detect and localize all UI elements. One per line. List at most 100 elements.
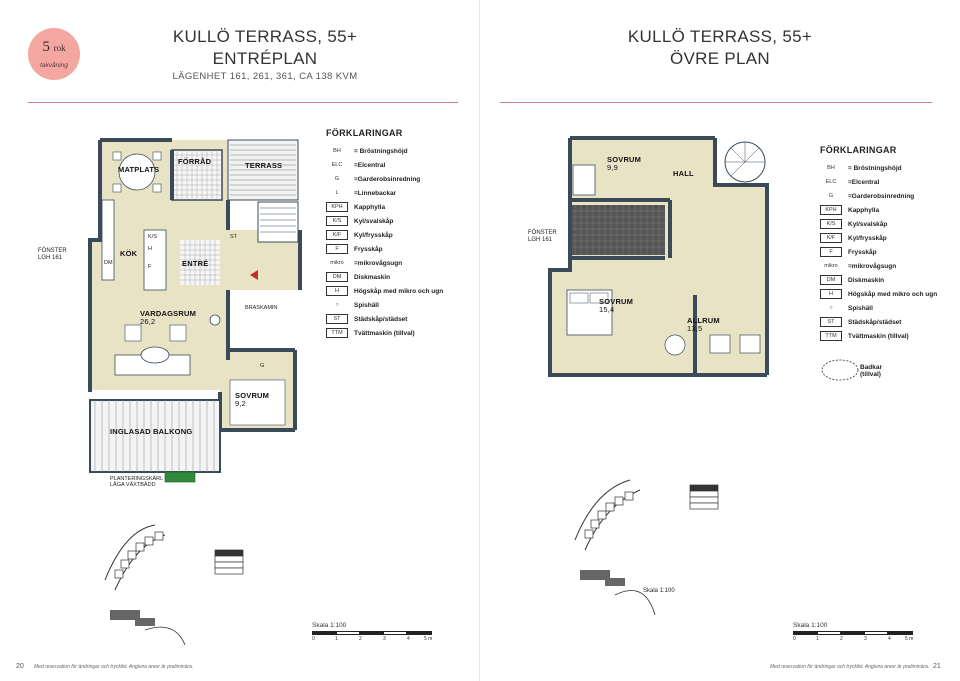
right-site-scale-note: Skala 1:100 <box>643 588 675 594</box>
left-legend-desc: =mikrovågsugn <box>354 259 403 267</box>
right-title-line2: ÖVRE PLAN <box>669 49 770 68</box>
badge-subtitle: takvåning <box>40 62 68 69</box>
left-legend-key: BH <box>333 148 341 154</box>
room-terrass: TERRASS <box>245 161 283 170</box>
left-window-note: FÖNSTER LGH 161 <box>38 248 67 262</box>
entreplan-floor-plan: MATPLATS FÖRRÅD TERRASS KÖK ENTRÉ VARDAG… <box>80 130 310 500</box>
room-sovrum-top-label: SOVRUM <box>607 155 642 164</box>
left-legend-key: K/S <box>326 216 348 226</box>
right-title-line1: KULLÖ TERRASS, 55+ <box>627 27 813 46</box>
bathtub-icon <box>821 359 859 381</box>
room-sovrum-bottom-area: 15,4 <box>599 305 615 314</box>
right-scale-label: Skala 1:100 <box>793 622 828 629</box>
plantering-label-1: PLANTERINGSKÄRL <box>110 476 164 482</box>
right-legend-desc: Spishäll <box>848 304 873 312</box>
left-scale-0: 0 <box>312 636 315 642</box>
right-legend-key: ELC <box>825 179 837 185</box>
right-legend-row: ○ Spishäll <box>820 301 950 315</box>
badkar-label-2: (tillval) <box>860 371 881 378</box>
badge-unit: rok <box>53 43 66 53</box>
right-legend-key: KPH <box>820 205 842 215</box>
left-footer-text: Med reservation för ändringar och tryckf… <box>34 664 194 670</box>
right-legend-desc: =Garderobsinredning <box>848 192 915 200</box>
ovre-plan-drawing <box>548 136 769 377</box>
left-scale-label: Skala 1:100 <box>312 622 347 629</box>
left-page-number: 20 <box>16 663 24 670</box>
fixture-dm: DM <box>104 260 113 266</box>
left-legend-key: KPH <box>326 202 348 212</box>
right-site-plan <box>565 470 735 620</box>
left-accent-line <box>28 102 458 103</box>
left-legend-row: BH= Bröstningshöjd <box>326 144 466 158</box>
left-legend-row: mikro=mikrovågsugn <box>326 256 466 270</box>
badge-number: 5 <box>42 39 50 55</box>
right-scale-bar <box>793 631 913 635</box>
right-legend-desc: = Bröstningshöjd <box>848 164 902 172</box>
room-forrad: FÖRRÅD <box>178 157 212 166</box>
room-count-badge: 5 rok takvåning <box>28 28 80 80</box>
left-legend-title: FÖRKLARINGAR <box>326 128 403 138</box>
right-legend-desc: Kapphylla <box>848 206 880 214</box>
right-window-note: FÖNSTER LGH 161 <box>528 230 557 244</box>
left-legend-key: K/F <box>326 230 348 240</box>
left-legend-key: ST <box>326 314 348 324</box>
fixture-g: G <box>260 363 265 369</box>
left-legend-key: F <box>326 244 348 254</box>
right-legend-desc: Tvättmaskin (tillval) <box>848 332 909 340</box>
entreplan-drawing <box>88 138 302 483</box>
left-subtitle: LÄGENHET 161, 261, 361, CA 138 KVM <box>172 71 358 82</box>
left-legend-desc: Spishäll <box>354 301 379 309</box>
room-entre: ENTRÉ <box>182 259 209 268</box>
right-legend-row: KPH Kapphylla <box>820 203 950 217</box>
left-site-plan <box>95 520 265 650</box>
left-legend-row: L=Linnebackar <box>326 186 466 200</box>
right-legend-key: ST <box>820 317 842 327</box>
right-legend-title: FÖRKLARINGAR <box>820 145 897 155</box>
left-title-line1: KULLÖ TERRASS, 55+ <box>172 27 358 46</box>
right-legend-desc: Kyl/frysskåp <box>848 234 887 242</box>
right-legend-row: ELC=Elcentral <box>820 175 950 189</box>
fixture-h: H <box>148 246 152 252</box>
right-legend-key: K/S <box>820 219 842 229</box>
right-scale-1: 1 <box>816 636 819 642</box>
right-legend-key: ○ <box>829 305 833 311</box>
right-footer-text: Med reservation för ändringar och tryckf… <box>770 664 930 670</box>
right-accent-line <box>500 102 932 103</box>
right-legend-desc: Diskmaskin <box>848 276 885 284</box>
left-legend-desc: Diskmaskin <box>354 273 391 281</box>
right-legend-row: BH= Bröstningshöjd <box>820 161 950 175</box>
left-scale-2: 2 <box>359 636 362 642</box>
left-scale: Skala 1:100 0 1 2 3 4 5 m <box>312 622 438 643</box>
right-title: KULLÖ TERRASS, 55+ ÖVRE PLAN <box>600 26 840 70</box>
braskamin-label: BRASKAMIN <box>245 305 278 311</box>
room-allrum-area: 13,5 <box>687 324 703 333</box>
left-scale-1: 1 <box>335 636 338 642</box>
right-legend-key: mikro <box>824 263 838 269</box>
right-scale: Skala 1:100 0 1 2 3 4 5 m <box>793 622 919 643</box>
right-scale-5: 5 m <box>905 636 914 642</box>
left-scale-bar <box>312 631 432 635</box>
right-window-note-1: FÖNSTER <box>528 230 557 236</box>
fixture-f: F <box>148 264 152 270</box>
room-hall: HALL <box>673 169 694 178</box>
fixture-kfs: K/S <box>148 234 157 240</box>
left-legend-desc: =Elcentral <box>354 161 386 169</box>
left-window-note-2: LGH 161 <box>38 255 63 261</box>
badkar-label: Badkar (tillval) <box>860 364 882 378</box>
right-legend-desc: Högskåp med mikro och ugn <box>848 290 938 298</box>
room-sovrum-top-area: 9,9 <box>607 163 619 172</box>
